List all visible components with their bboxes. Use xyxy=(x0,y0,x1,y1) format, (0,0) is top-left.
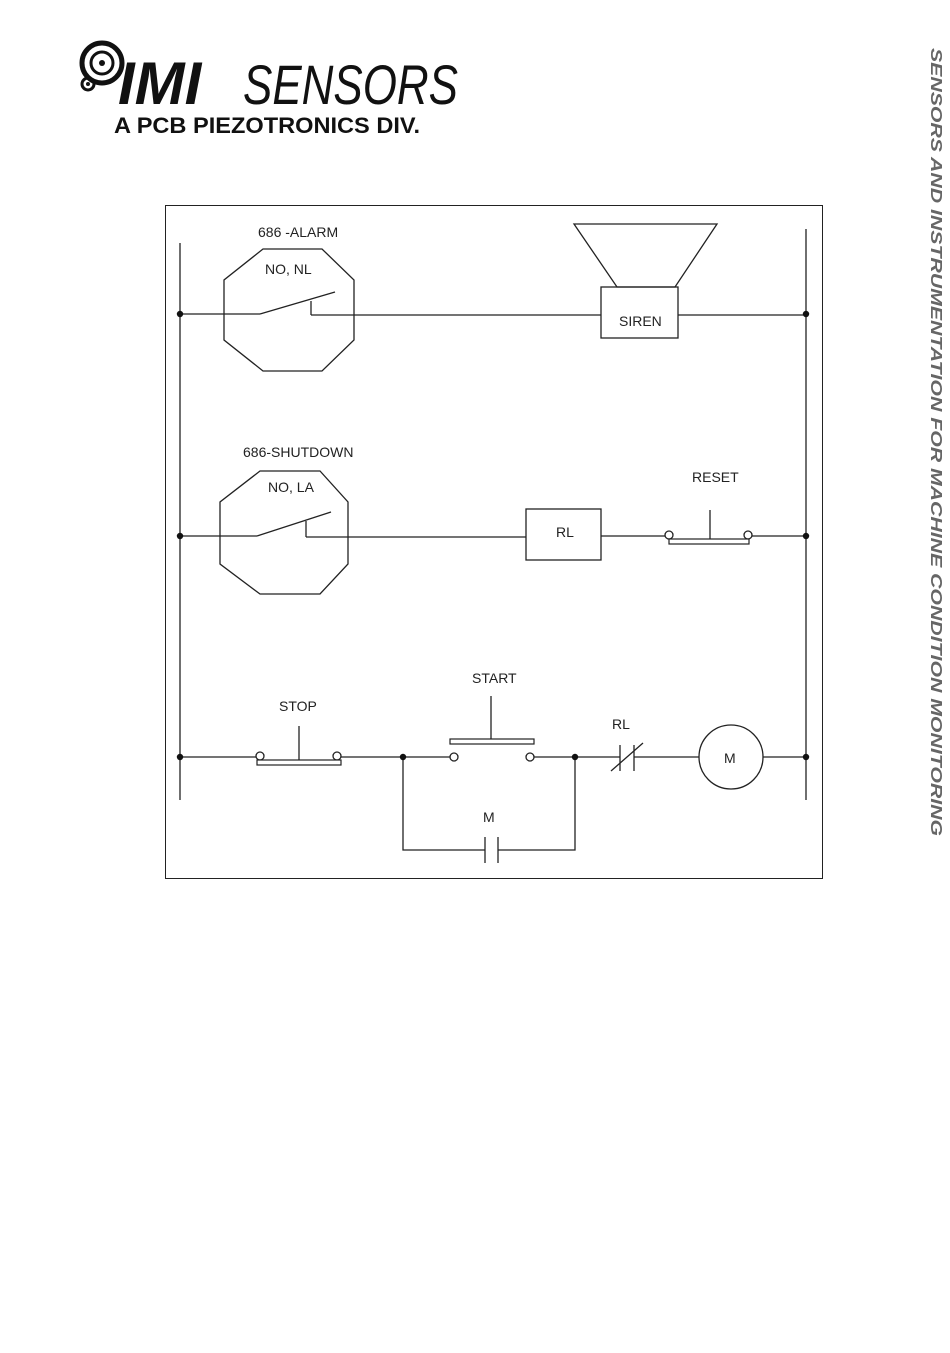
shutdown-switch-contact: NO, LA xyxy=(268,479,315,495)
side-text-label: SENSORS AND INSTRUMENTATION FOR MACHINE … xyxy=(927,48,944,836)
start-label: START xyxy=(472,670,517,686)
reset-label: RESET xyxy=(692,469,739,485)
ladder-diagram: 686 -ALARM NO, NL SIREN 686-SHUTDOWN NO,… xyxy=(165,205,823,879)
seal-in-label: M xyxy=(483,809,495,825)
imi-sensors-logo: IMI SENSORS A PCB PIEZOTRONICS DIV. xyxy=(78,36,478,140)
alarm-switch-blade xyxy=(260,292,335,314)
brand-prefix: IMI xyxy=(118,50,203,117)
siren-label: SIREN xyxy=(619,313,662,329)
rung-motor: STOP START RL M M xyxy=(177,670,809,863)
relay-coil-label: RL xyxy=(556,524,574,540)
alarm-switch-contact: NO, NL xyxy=(265,261,312,277)
side-vertical-text: SENSORS AND INSTRUMENTATION FOR MACHINE … xyxy=(926,48,946,838)
start-pushbutton xyxy=(450,696,534,761)
rung-alarm: 686 -ALARM NO, NL SIREN xyxy=(177,224,809,371)
stop-pushbutton xyxy=(256,726,341,765)
shutdown-switch-blade xyxy=(257,512,331,536)
siren-horn-icon xyxy=(574,224,717,287)
reset-pushbutton xyxy=(665,510,752,544)
brand-tagline: A PCB PIEZOTRONICS DIV. xyxy=(114,113,420,138)
gear-icon xyxy=(82,43,122,90)
alarm-switch-title: 686 -ALARM xyxy=(258,224,338,240)
shutdown-switch-title: 686-SHUTDOWN xyxy=(243,444,353,460)
rung-shutdown: 686-SHUTDOWN NO, LA RL RESET xyxy=(177,444,809,594)
relay-contact-label: RL xyxy=(612,716,630,732)
motor-label: M xyxy=(724,750,736,766)
stop-label: STOP xyxy=(279,698,317,714)
brand-suffix: SENSORS xyxy=(243,53,458,116)
